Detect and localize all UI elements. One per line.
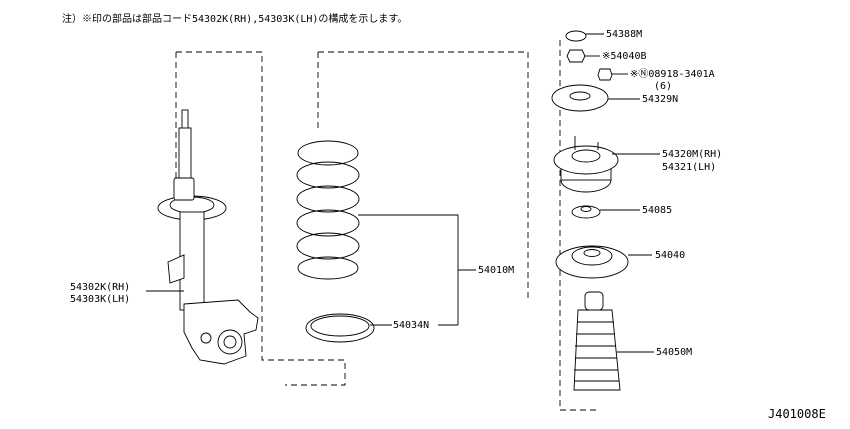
strut-upper-sleeve	[173, 177, 195, 201]
spring-coil-5	[296, 232, 360, 260]
spring-group-bracket	[318, 51, 529, 300]
strut-group-bracket	[176, 51, 346, 386]
bolt-label: ※Ⓝ08918-3401A	[630, 68, 715, 80]
knuckle-bore-inner	[223, 335, 237, 349]
coil-spring: 54010M 54034N	[296, 51, 529, 343]
mount-boss	[571, 149, 601, 163]
spring-coil-6	[297, 256, 359, 280]
mount-lh-label: 54321(LH)	[662, 162, 716, 173]
spring-coil-4	[296, 209, 360, 237]
seat-upper-hole	[583, 249, 601, 257]
plate-hole	[569, 91, 591, 101]
spring-coil-2	[296, 161, 360, 189]
cap-part	[565, 30, 587, 42]
seat-upper-label: 54040	[655, 250, 685, 261]
plate-label: 54329N	[642, 94, 678, 105]
spring-leader	[358, 214, 476, 271]
strut-rh-label: 54302K(RH)	[70, 282, 130, 293]
nut-label: ※54040B	[602, 51, 647, 62]
bearing-hole	[580, 206, 592, 212]
upper-mount-stack: 54388M ※54040B ※Ⓝ08918-3401A (6) 54329N …	[551, 29, 722, 411]
strut-knuckle	[183, 299, 259, 365]
strut-rod	[178, 127, 192, 181]
strut-assembly: 54302K(RH) 54303K(LH)	[70, 51, 346, 386]
cap-label: 54388M	[606, 29, 642, 40]
nut-part	[566, 49, 586, 63]
bumper-top	[584, 291, 604, 311]
bolt-part	[597, 68, 613, 81]
spring-coil-3	[296, 185, 360, 213]
spring-label: 54010M	[478, 265, 514, 276]
bearing-label: 54085	[642, 205, 672, 216]
strut-lh-label: 54303K(LH)	[70, 294, 130, 305]
bearing-part	[571, 205, 601, 219]
lower-seat-ring	[305, 313, 375, 343]
knuckle-hole	[200, 332, 212, 344]
lower-seat-ring-inner	[310, 315, 370, 337]
bumper-label: 54050M	[656, 347, 692, 358]
spring-coil-1	[297, 140, 359, 166]
seat-lower-label: 54034N	[393, 320, 429, 331]
diagram-note: 注）※印の部品は部品コード54302K(RH),54303K(LH)の構成を示し…	[62, 12, 407, 25]
strut-bracket	[167, 254, 185, 284]
mount-rh-label: 54320M(RH)	[662, 149, 722, 160]
diagram-id: J401008E	[768, 407, 826, 421]
bolt-qty-label: (6)	[654, 81, 672, 92]
